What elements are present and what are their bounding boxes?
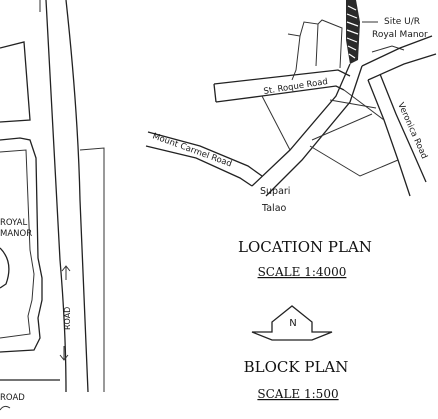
- block-line-4: [309, 145, 399, 177]
- plot-outline-b: [299, 21, 319, 67]
- supari-label-line1: Supari: [260, 186, 290, 197]
- bottom-curve: [0, 405, 11, 411]
- block-plan-title: BLOCK PLAN: [244, 358, 349, 376]
- arrow-down-icon: [59, 346, 69, 361]
- st-roque-road-label: St. Roque Road: [263, 77, 329, 97]
- block-line-2: [329, 99, 377, 109]
- building-label-line1: ROYAL: [0, 218, 27, 228]
- veronica-edge-west: [367, 79, 411, 197]
- supari-label-line2: Talao: [261, 203, 287, 214]
- st-roque-edge-top: [213, 69, 351, 85]
- location-plan-title: LOCATION PLAN: [238, 238, 372, 256]
- north-label: N: [289, 318, 296, 329]
- building-inner-outline: [0, 149, 35, 339]
- road-ne-edge-top: [361, 35, 433, 67]
- block-plan: ROYAL MANOR ROAD ROAD: [0, 0, 105, 411]
- plot-outline-a: [287, 33, 301, 81]
- building-outline: [0, 137, 43, 353]
- location-plan: Site U/R Royal Manor St. Roque Road Vero…: [145, 0, 437, 214]
- block-line-1: [343, 89, 385, 121]
- north-arrow-icon: N: [251, 305, 333, 341]
- east-boundary: [79, 147, 105, 392]
- arrow-up-icon: [61, 265, 71, 280]
- location-plan-scale: SCALE 1:4000: [258, 265, 347, 279]
- site-hatch-lines: [346, 5, 359, 59]
- mount-carmel-edge-top: [147, 131, 263, 177]
- plot-outline-upper: [0, 41, 31, 123]
- building-label-line2: MANOR: [0, 229, 32, 239]
- building-entry-arc: [0, 247, 10, 289]
- site-label-line1: Site U/R: [384, 17, 420, 27]
- road-site-east-edge: [265, 65, 363, 197]
- road-edge-right: [65, 0, 89, 393]
- plot-outline-c: [317, 19, 343, 69]
- veronica-edge-east: [379, 73, 427, 183]
- road-site-west-edge: [251, 63, 351, 187]
- block-line-5: [261, 95, 291, 151]
- block-plan-scale: SCALE 1:500: [257, 387, 338, 401]
- site-marker: [346, 0, 378, 64]
- st-roque-end: [213, 83, 217, 103]
- block-line-3: [311, 113, 373, 141]
- road-bottom-label: ROAD: [0, 393, 25, 403]
- site-label-line2: Royal Manor: [372, 30, 428, 40]
- road-vertical-label: ROAD: [63, 307, 72, 330]
- road-edge-left: [45, 0, 67, 393]
- mount-carmel-edge-bottom: [145, 145, 253, 187]
